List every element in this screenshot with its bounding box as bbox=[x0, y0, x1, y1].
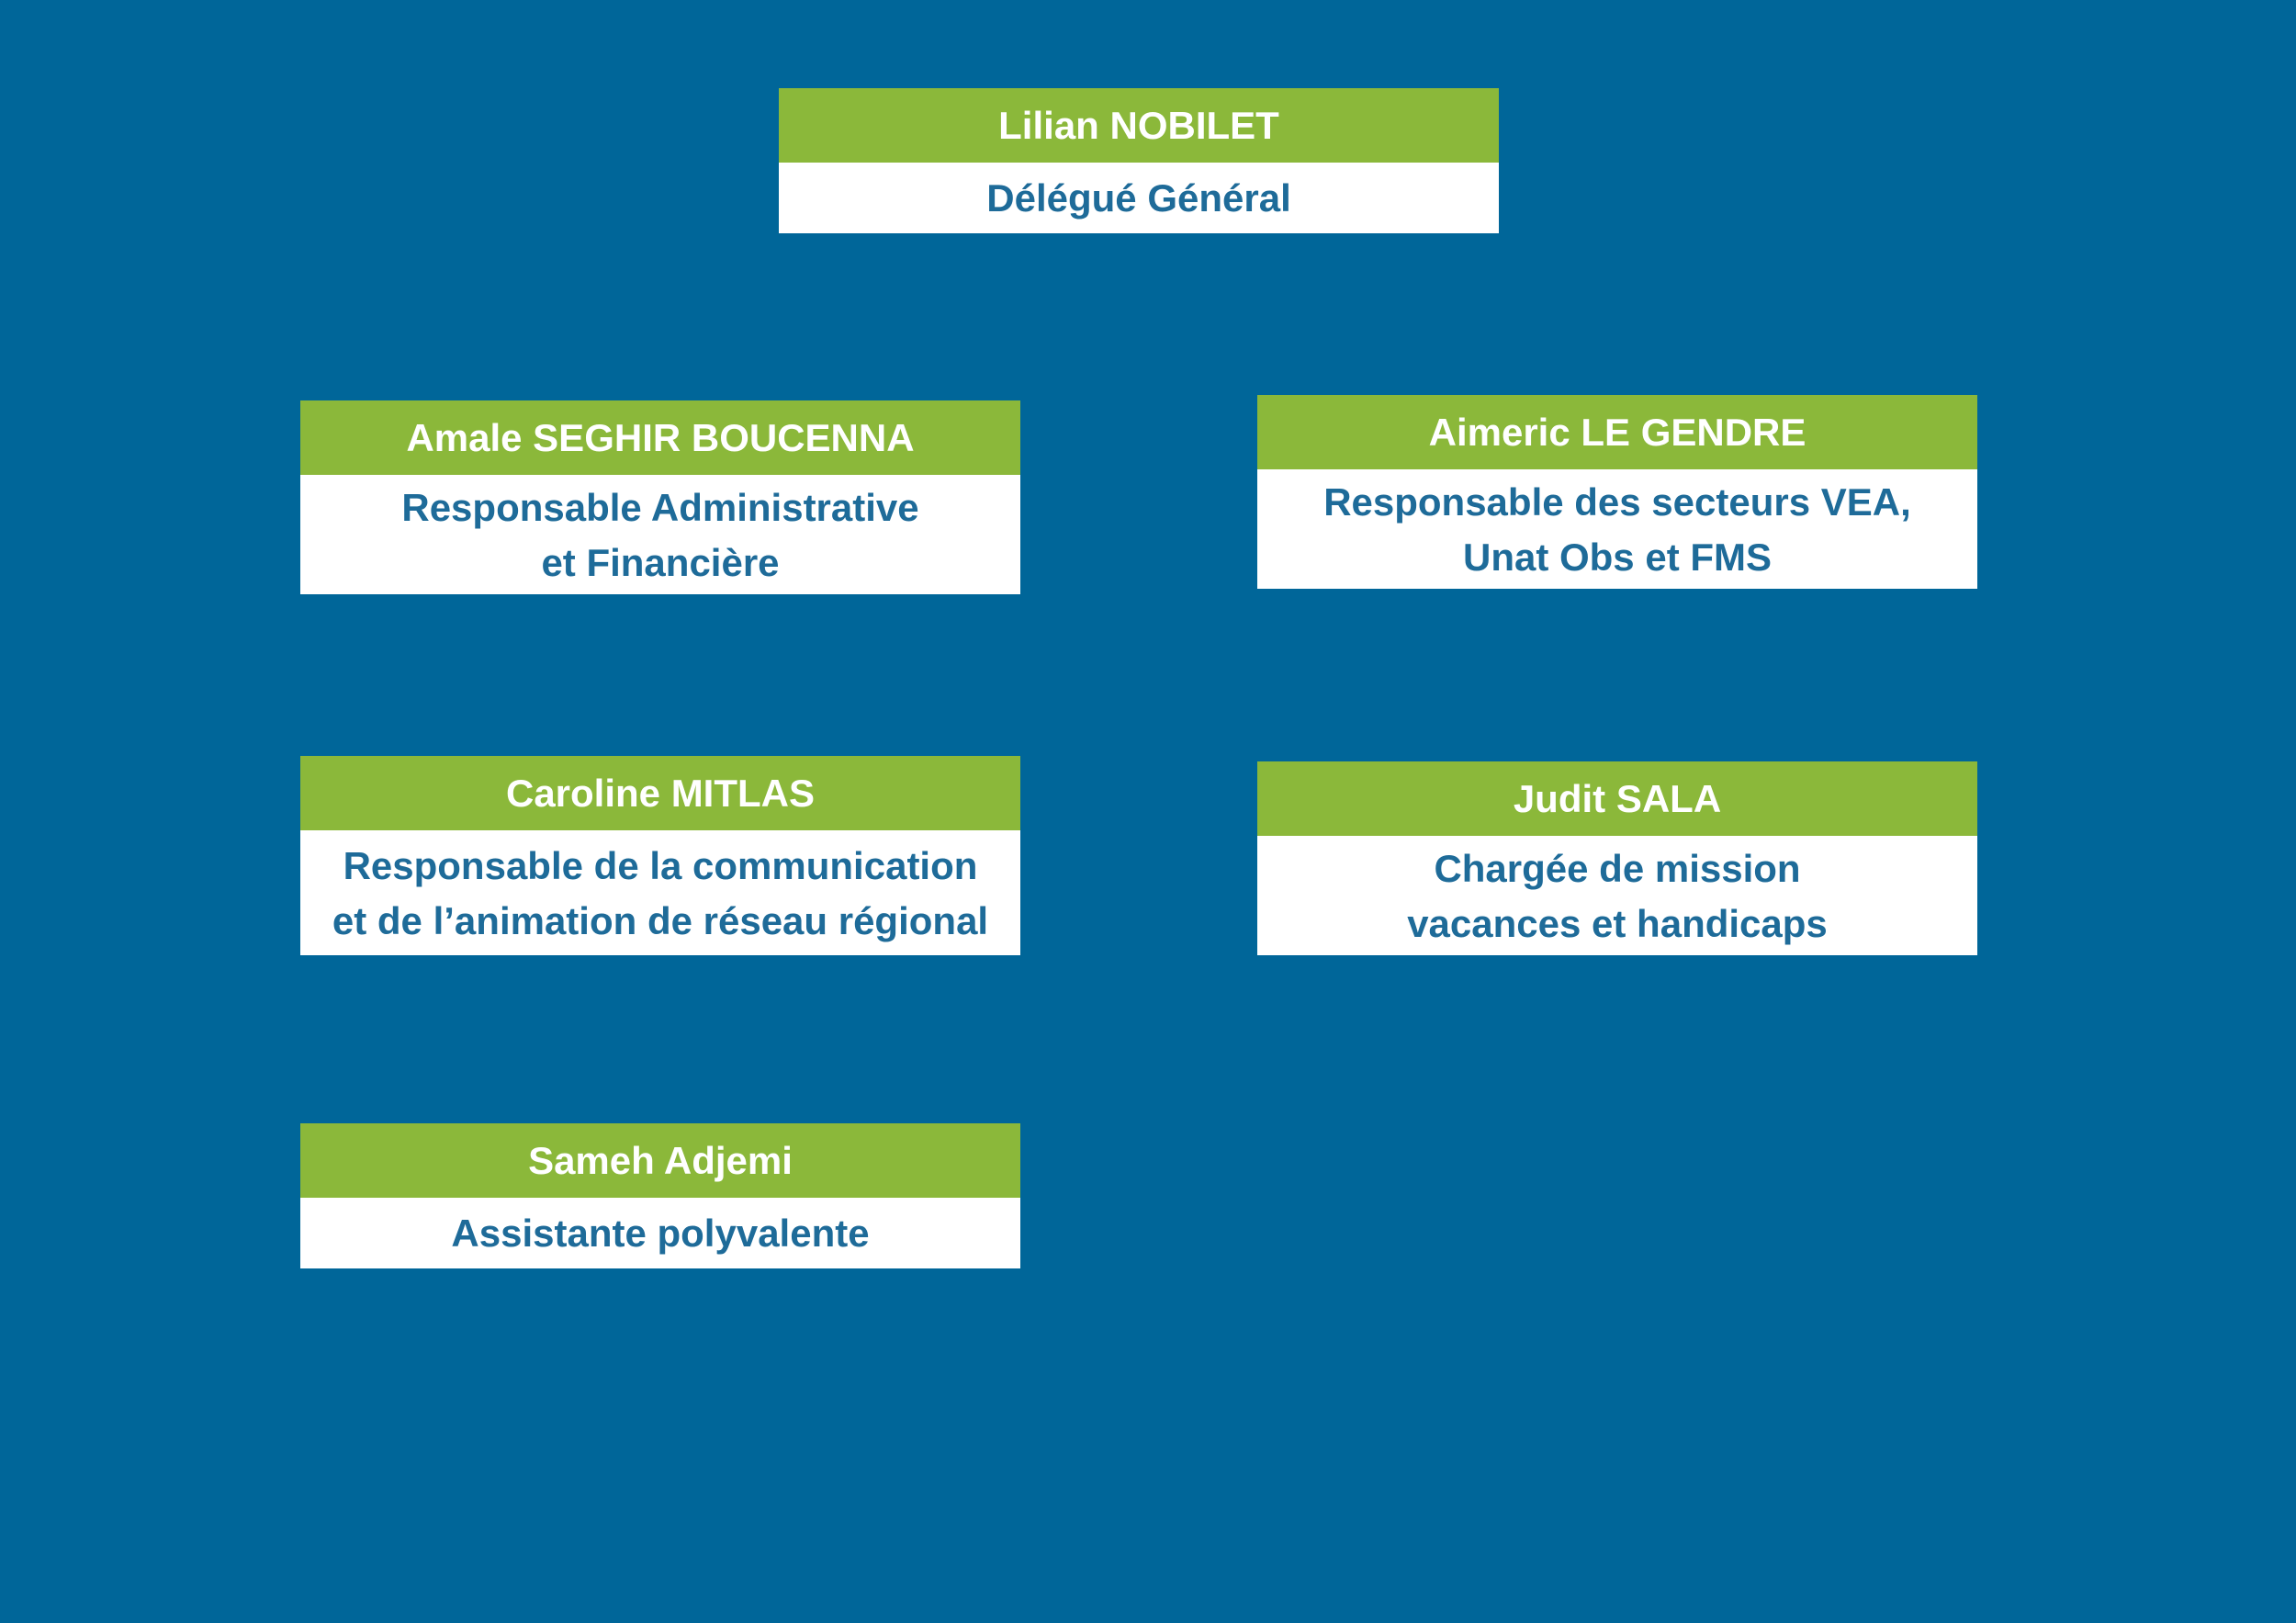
role-line: Assistante polyvalente bbox=[451, 1211, 870, 1255]
role-line: et Financière bbox=[541, 541, 780, 584]
role-line: Responsable des secteurs VEA, bbox=[1323, 480, 1911, 524]
person-name: Judit SALA bbox=[1257, 761, 1977, 836]
role-line: Chargée de mission bbox=[1434, 847, 1801, 890]
person-name: Caroline MITLAS bbox=[300, 756, 1020, 830]
role-line: Responsable Administrative bbox=[401, 486, 919, 529]
person-name: Aimeric LE GENDRE bbox=[1257, 395, 1977, 469]
person-role: Délégué Général bbox=[779, 163, 1499, 233]
person-role: Assistante polyvalente bbox=[300, 1198, 1020, 1268]
role-line: Délégué Général bbox=[986, 175, 1291, 220]
person-name: Lilian NOBILET bbox=[779, 88, 1499, 163]
org-card-aimeric-le-gendre: Aimeric LE GENDRE Responsable des secteu… bbox=[1257, 395, 1977, 589]
person-role: Responsable des secteurs VEA, Unat Obs e… bbox=[1257, 469, 1977, 589]
person-role: Responsable de la communication et de l’… bbox=[300, 830, 1020, 955]
role-line: Unat Obs et FMS bbox=[1462, 535, 1773, 579]
org-card-lilian-nobilet: Lilian NOBILET Délégué Général bbox=[779, 88, 1499, 233]
person-name: Amale SEGHIR BOUCENNA bbox=[300, 400, 1020, 475]
org-card-sameh-adjemi: Sameh Adjemi Assistante polyvalente bbox=[300, 1123, 1020, 1268]
role-line: Responsable de la communication bbox=[343, 844, 978, 887]
person-role: Chargée de mission vacances et handicaps bbox=[1257, 836, 1977, 955]
org-card-amale-seghir-boucenna: Amale SEGHIR BOUCENNA Responsable Admini… bbox=[300, 400, 1020, 594]
person-name: Sameh Adjemi bbox=[300, 1123, 1020, 1198]
role-line: et de l’animation de réseau régional bbox=[332, 899, 989, 942]
person-role: Responsable Administrative et Financière bbox=[300, 475, 1020, 594]
org-card-caroline-mitlas: Caroline MITLAS Responsable de la commun… bbox=[300, 756, 1020, 955]
org-card-judit-sala: Judit SALA Chargée de mission vacances e… bbox=[1257, 761, 1977, 955]
role-line: vacances et handicaps bbox=[1407, 902, 1828, 945]
